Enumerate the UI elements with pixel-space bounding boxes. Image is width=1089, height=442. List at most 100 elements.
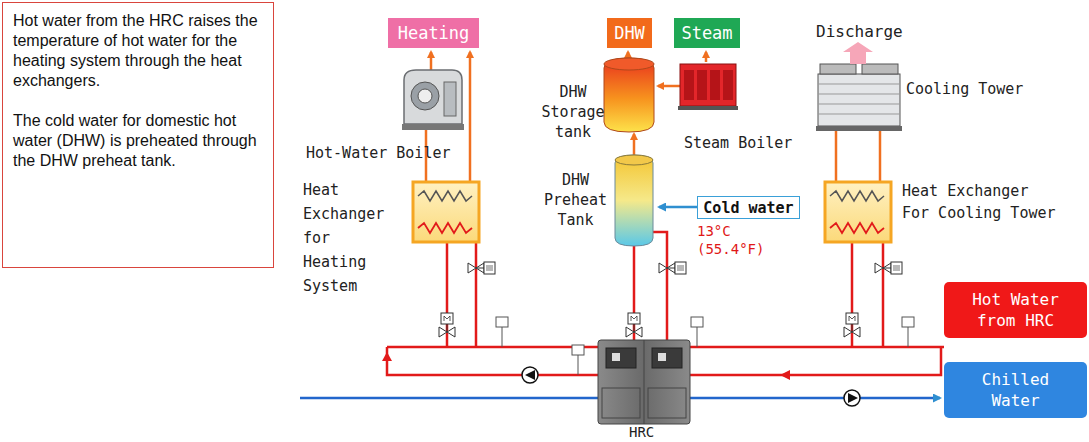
- drawing-path: [882, 242, 885, 347]
- equipment-label: HRC: [629, 424, 654, 440]
- drawing-line: [852, 324, 853, 332]
- drawing-path: [631, 316, 637, 321]
- drawing-rect: [846, 313, 858, 324]
- drawing-g: [659, 262, 686, 274]
- drawing-path: [469, 52, 472, 182]
- source-tag: Chilled Water: [944, 362, 1087, 418]
- drawing-rect: [680, 64, 736, 106]
- drawing-path: [468, 263, 484, 273]
- dhw-preheat-tank: [615, 155, 653, 246]
- drawing-rect: [658, 353, 666, 361]
- drawing-line: [697, 327, 698, 347]
- drawing-g: [844, 313, 860, 337]
- hot-water-boiler: [402, 70, 464, 130]
- drawing-rect: [606, 348, 636, 368]
- box-text: Cold water: [703, 199, 793, 217]
- steam-boiler: [678, 64, 738, 110]
- equipment-label: 13°C (55.4°F): [697, 222, 779, 258]
- drawing-path: [690, 347, 941, 375]
- drawing-path: [615, 155, 653, 246]
- box-text: The cold water for domestic hot water (D…: [13, 111, 263, 171]
- dhw-storage-tank: [604, 58, 654, 132]
- drawing-rect: [602, 388, 640, 418]
- drawing-rect: [402, 124, 464, 130]
- chilled-water-pump: [844, 390, 860, 406]
- output-tag: DHW: [607, 18, 652, 48]
- drawing-rect: [652, 348, 682, 368]
- drawing-path: [818, 84, 900, 114]
- drawing-rect: [902, 317, 914, 327]
- box-text: Hot water from the HRC raises the temper…: [13, 11, 263, 91]
- output-tag: Steam: [674, 18, 740, 48]
- drawing-path: [658, 85, 680, 88]
- drawing-circle: [418, 89, 432, 103]
- drawing-circle: [522, 367, 538, 383]
- drawing-path: [705, 52, 708, 62]
- flow-arrow: [780, 370, 790, 380]
- drawing-line: [908, 327, 909, 347]
- cold-water-inlet: [659, 206, 697, 209]
- drawing-rect: [710, 70, 720, 100]
- drawing-g: [875, 262, 902, 274]
- equipment-label: Cooling Tower: [906, 80, 1023, 98]
- equipment-label: DHW Storage tank: [540, 82, 606, 142]
- drawing-path: [430, 52, 433, 72]
- discharge-arrow: [843, 42, 873, 64]
- drawing-rect: [723, 70, 733, 100]
- note-box: Hot water from the HRC raises the temper…: [2, 2, 274, 268]
- drawing-rect: [572, 345, 584, 355]
- drawing-rect: [818, 74, 900, 126]
- drawing-line: [476, 268, 484, 269]
- drawing-path: [525, 370, 535, 380]
- drawing-line: [644, 340, 645, 424]
- drawing-path: [418, 223, 472, 233]
- equipment-label: Discharge: [816, 22, 903, 41]
- drawing-rect: [441, 313, 453, 324]
- drawing-rect: [675, 262, 686, 274]
- drawing-line: [667, 268, 675, 269]
- drawing-path: [387, 347, 598, 375]
- drawing-ellipse: [604, 58, 654, 70]
- drawing-path: [486, 266, 493, 270]
- cooling-tower: [816, 64, 902, 131]
- drawing-rect: [862, 64, 898, 74]
- drawing-path: [653, 232, 667, 347]
- equipment-label: Heat Exchanger For Cooling Tower: [902, 180, 1062, 224]
- drawing-path: [677, 266, 684, 270]
- equipment-label: DHW Preheat Tank: [538, 170, 613, 230]
- output-tag: Heating: [388, 18, 479, 48]
- drawing-circle: [411, 82, 439, 110]
- drawing-path: [830, 223, 884, 233]
- drawing-path: [475, 242, 478, 347]
- source-tag: Hot Water from HRC: [944, 282, 1087, 338]
- temperature-sensors: [496, 317, 914, 375]
- box-text: DHW: [614, 23, 645, 43]
- drawing-rect: [825, 182, 891, 242]
- drawing-rect: [628, 313, 640, 324]
- equipment-label: Steam Boiler: [684, 134, 792, 152]
- box-text: Chilled Water: [966, 369, 1066, 411]
- hot-water-pump: [522, 367, 538, 383]
- drawing-g: [468, 262, 495, 274]
- drawing-rect: [691, 317, 703, 327]
- drawing-rect: [820, 64, 856, 74]
- equipment-label: Hot-Water Boiler: [306, 144, 451, 162]
- box-text: Hot Water from HRC: [966, 289, 1066, 331]
- drawing-path: [848, 393, 858, 403]
- drawing-path: [893, 266, 900, 270]
- drawing-path: [875, 263, 891, 273]
- drawing-rect: [648, 388, 686, 418]
- drawing-line: [502, 327, 503, 347]
- equipment-label: Heat Exchanger for Heating System: [303, 178, 395, 298]
- drawing-path: [879, 130, 882, 182]
- drawing-path: [404, 70, 462, 124]
- drawing-rect: [484, 262, 495, 274]
- hot-water-loop: [387, 232, 944, 375]
- drawing-rect: [891, 262, 902, 274]
- drawing-rect: [496, 317, 508, 327]
- drawing-path: [849, 316, 855, 321]
- drawing-rect: [444, 82, 456, 116]
- drawing-line: [634, 324, 635, 332]
- drawing-path: [418, 191, 472, 201]
- drawing-rect: [612, 353, 620, 361]
